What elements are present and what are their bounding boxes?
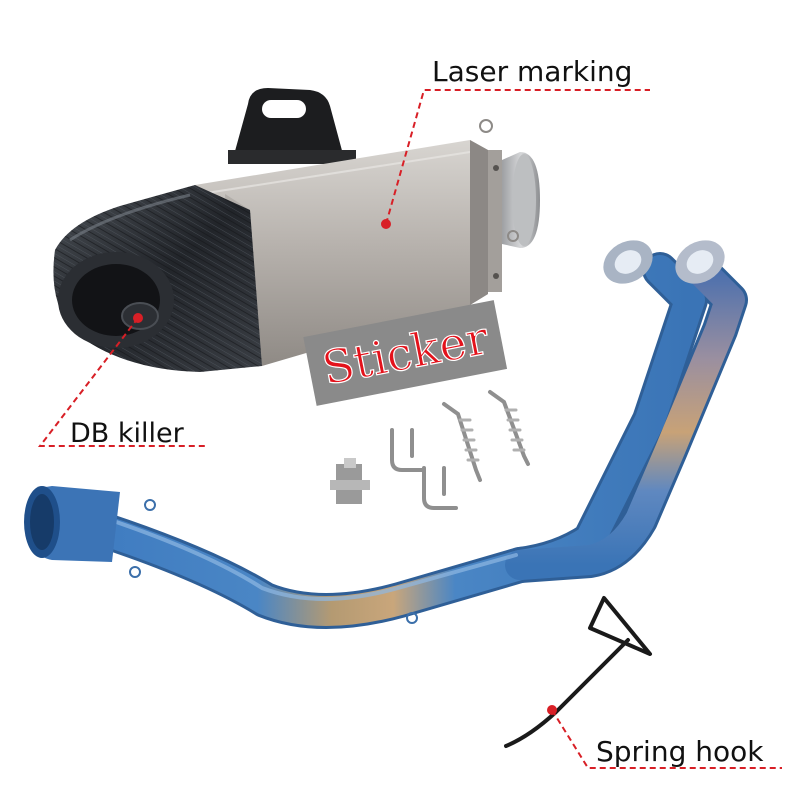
spring-hook xyxy=(504,596,652,748)
label-db-killer: DB killer xyxy=(70,418,184,449)
callout-dots xyxy=(133,219,557,715)
muffler xyxy=(53,88,540,372)
callout-dot-hook xyxy=(547,705,557,715)
header-pipes xyxy=(24,240,748,629)
callout-lines xyxy=(37,89,782,769)
spring-2 xyxy=(488,390,530,466)
callout-line-db xyxy=(37,317,206,447)
muffler-body xyxy=(195,140,488,366)
u-clip-1 xyxy=(390,428,426,472)
bolt xyxy=(330,458,370,504)
sticker-plate xyxy=(303,300,508,406)
callout-line-hook xyxy=(551,709,782,769)
mounting-bracket xyxy=(232,88,344,162)
callout-dot-db xyxy=(133,313,143,323)
hardware xyxy=(390,390,530,510)
spring-1 xyxy=(442,402,482,482)
label-spring-hook: Spring hook xyxy=(596,735,764,768)
callout-dot-laser xyxy=(381,219,391,229)
u-clip-2 xyxy=(422,466,458,510)
label-laser-marking: Laser marking xyxy=(432,55,633,88)
